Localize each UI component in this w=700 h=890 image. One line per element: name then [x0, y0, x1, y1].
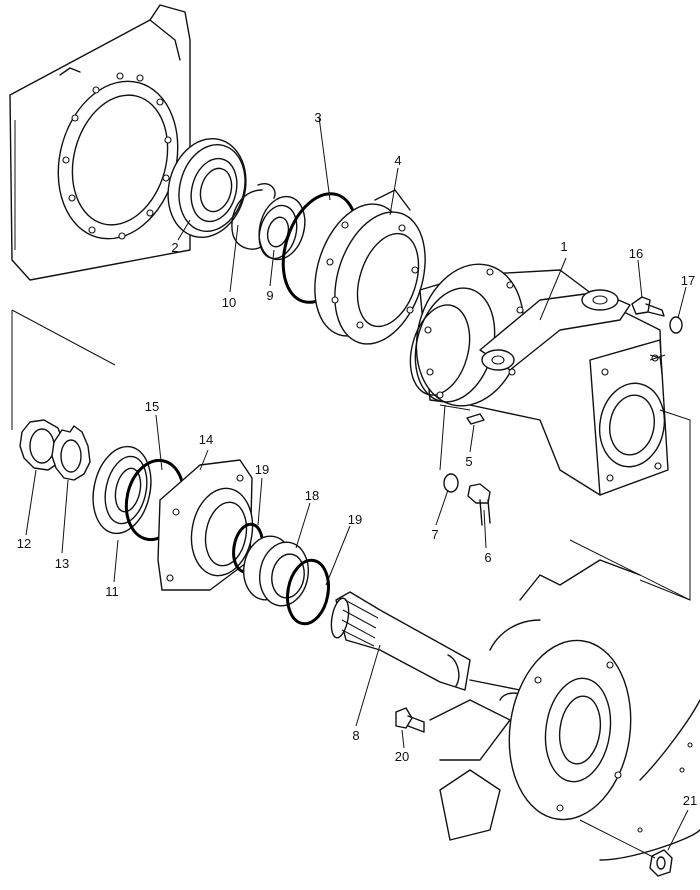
- callout-16: 16: [629, 246, 643, 261]
- callout-9: 9: [266, 288, 273, 303]
- seal-ring-19-right: [286, 558, 330, 626]
- bearing-11: [92, 445, 152, 535]
- bolt-6: [467, 483, 491, 526]
- washer-17: [669, 316, 683, 334]
- callout-20: 20: [395, 749, 409, 764]
- floating-seal-18: [243, 535, 309, 607]
- callout-4: 4: [394, 153, 401, 168]
- bearing-9: [258, 195, 306, 261]
- lock-washer-13: [51, 425, 91, 481]
- callout-6: 6: [484, 550, 491, 565]
- dowel-pin-5: [466, 413, 485, 425]
- callout-7: 7: [431, 527, 438, 542]
- callout-2: 2: [171, 240, 178, 255]
- bearing-2: [167, 138, 247, 238]
- callout-10: 10: [222, 295, 236, 310]
- sprocket-hub: [429, 559, 700, 861]
- axle-shaft-8: [330, 591, 471, 691]
- transmission-housing: [9, 4, 191, 281]
- callout-leaders: [25, 116, 689, 851]
- reference-lines: [11, 309, 691, 859]
- callout-11: 11: [105, 584, 119, 599]
- callout-15: 15: [145, 399, 159, 414]
- callout-3: 3: [314, 110, 321, 125]
- nut-21: [649, 849, 673, 877]
- callout-labels: 1 2 3 4 5 6 7 8 9 10 11 12 13 14 15 16 1…: [17, 110, 697, 808]
- housing-bolt-holes: [62, 72, 172, 240]
- snap-ring-10: [231, 183, 276, 250]
- bolt-16: [631, 296, 665, 317]
- bolt-20: [395, 707, 425, 733]
- callout-14: 14: [199, 432, 213, 447]
- washer-7: [443, 473, 459, 493]
- callout-17: 17: [681, 273, 695, 288]
- callout-5: 5: [465, 454, 472, 469]
- callout-8: 8: [352, 728, 359, 743]
- callout-21: 21: [683, 793, 697, 808]
- callout-19-lower: 19: [348, 512, 362, 527]
- callout-13: 13: [55, 556, 69, 571]
- callout-1: 1: [560, 239, 567, 254]
- shims-4: [314, 189, 426, 345]
- callout-18: 18: [305, 488, 319, 503]
- callout-12: 12: [17, 536, 31, 551]
- final-drive-case-1: [409, 263, 669, 496]
- callout-19-upper: 19: [255, 462, 269, 477]
- bearing-cage-14: [157, 459, 254, 591]
